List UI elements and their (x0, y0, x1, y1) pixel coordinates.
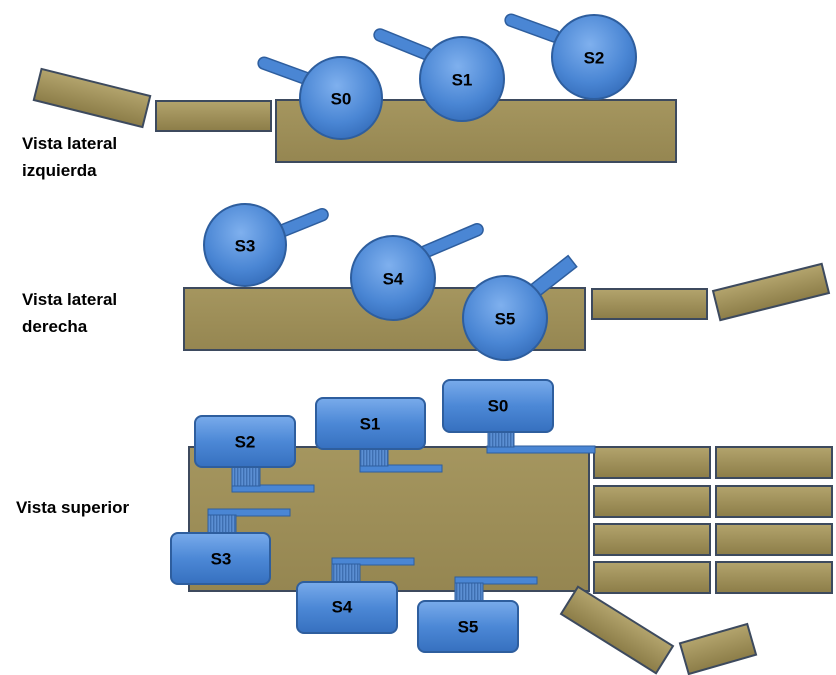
left-view-label-line1: Vista lateral (22, 134, 117, 153)
right-finger-segment-2 (711, 262, 831, 322)
servo-s3-side: S3 (203, 203, 329, 287)
servo-s5-top: S5 (417, 576, 538, 653)
left-finger-segment-1 (155, 100, 272, 132)
top-finger-segment (715, 523, 833, 556)
servo-s4-side: S4 (350, 223, 484, 321)
servo-s0-top-label: S0 (488, 397, 509, 416)
top-finger-segment (715, 446, 833, 479)
servo-s2-side: S2 (504, 13, 637, 100)
top-finger-segment (593, 446, 711, 479)
right-finger-segment-1 (591, 288, 708, 320)
top-finger-segment (593, 485, 711, 518)
servo-s3-top-label: S3 (211, 550, 232, 569)
left-finger-segment-2 (32, 67, 152, 129)
servo-s1-top-label: S1 (360, 415, 381, 434)
right-view-label-line2: derecha (22, 317, 88, 336)
top-view: S0 S1 S2 S3 S4 (16, 379, 833, 675)
servo-s0-side: S0 (257, 56, 383, 140)
thumb-segment-1 (559, 585, 675, 675)
left-side-view: S0 S1 S2 Vista lateral izquierda (22, 13, 677, 180)
top-finger-segment (593, 561, 711, 594)
thumb-segment-2 (678, 622, 758, 675)
top-finger-segment (593, 523, 711, 556)
servo-s5-side: S5 (462, 254, 578, 361)
servo-s2-side-label: S2 (584, 49, 605, 68)
right-view-label: Vista lateral derecha (22, 290, 122, 336)
top-finger-segment (715, 561, 833, 594)
right-view-label-line1: Vista lateral (22, 290, 117, 309)
servo-s2-top: S2 (194, 415, 315, 493)
servo-s2-top-label: S2 (235, 433, 256, 452)
servo-s1-side: S1 (373, 28, 505, 122)
servo-s1-side-label: S1 (452, 71, 473, 90)
left-view-label: Vista lateral izquierda (22, 134, 122, 180)
servo-s5-side-label: S5 (495, 310, 516, 329)
servo-s0-top: S0 (442, 379, 596, 454)
servo-s3-side-label: S3 (235, 237, 256, 256)
top-finger-segment (715, 485, 833, 518)
servo-s5-top-label: S5 (458, 618, 479, 637)
servo-s0-side-label: S0 (331, 90, 352, 109)
top-view-label: Vista superior (16, 498, 129, 517)
servo-s3-top: S3 (170, 508, 291, 585)
right-side-view: S3 S4 S5 Vista lateral derecha (22, 203, 831, 361)
servo-s1-top: S1 (315, 397, 443, 473)
servo-s4-top-label: S4 (332, 598, 353, 617)
top-finger-grid (593, 446, 833, 594)
servo-s4-top: S4 (296, 557, 415, 634)
left-view-label-line2: izquierda (22, 161, 97, 180)
servo-s4-side-label: S4 (383, 270, 404, 289)
